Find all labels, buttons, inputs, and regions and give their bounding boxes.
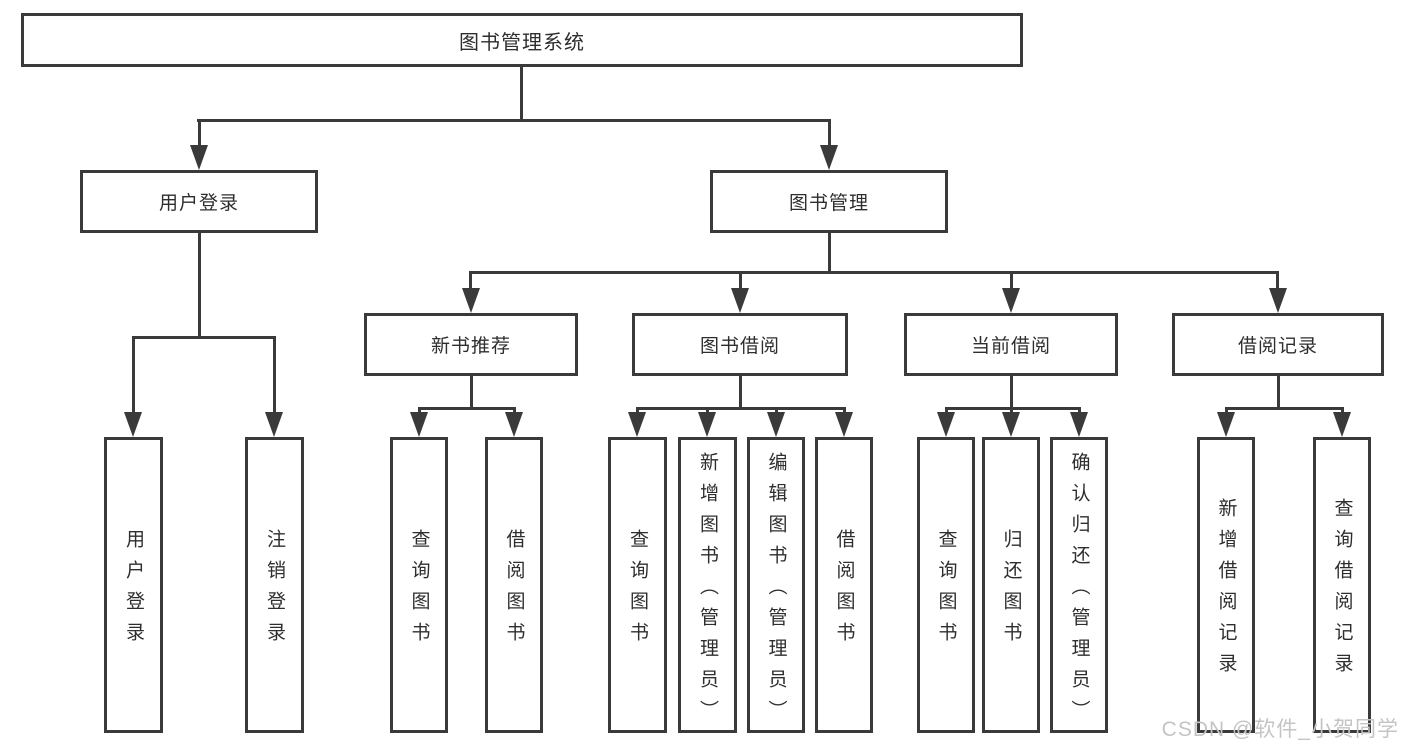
leaf-label: 编辑图书（管理员） [765, 451, 787, 731]
leaf-borrow-books-1: 借阅图书 [485, 437, 543, 733]
arrow-down-icon [1070, 412, 1088, 437]
leaf-query-books-3: 查询图书 [917, 437, 975, 733]
csdn-watermark: CSDN @软件_小贺同学 [1161, 718, 1399, 741]
leaf-add-borrow-record: 新增借阅记录 [1197, 437, 1255, 733]
node-current-borrowing: 当前借阅 [904, 313, 1118, 376]
leaf-label: 查询图书 [627, 529, 648, 653]
connector-drop-borrow-records [1276, 271, 1279, 293]
leaf-add-books-admin: 新增图书（管理员） [678, 437, 737, 733]
leaf-return-books: 归还图书 [982, 437, 1040, 733]
node-user-login: 用户登录 [80, 170, 318, 233]
arrow-down-icon [1269, 288, 1287, 313]
connector-drop-leaf [273, 336, 276, 418]
leaf-logout: 注销登录 [245, 437, 304, 733]
leaf-label: 借阅图书 [503, 529, 525, 653]
node-new-book-recommend: 新书推荐 [364, 313, 578, 376]
node-current-borrowing-label: 当前借阅 [970, 336, 1051, 357]
leaf-label: 查询借阅记录 [1331, 498, 1353, 684]
leaf-label: 注销登录 [264, 529, 285, 653]
node-book-management: 图书管理 [710, 170, 948, 233]
node-root: 图书管理系统 [21, 13, 1023, 67]
arrow-down-icon [698, 412, 716, 437]
arrow-down-icon [190, 145, 208, 170]
connector-borrow-records-branch [1225, 407, 1344, 410]
node-borrowing-records: 借阅记录 [1172, 313, 1384, 376]
arrow-down-icon [410, 412, 428, 437]
leaf-label: 新增借阅记录 [1215, 498, 1237, 684]
arrow-down-icon [731, 288, 749, 313]
connector-user-login-stem [198, 233, 201, 337]
arrow-down-icon [505, 412, 523, 437]
arrow-down-icon [1333, 412, 1351, 437]
node-book-borrowing-label: 图书借阅 [699, 336, 780, 357]
arrow-down-icon [1002, 412, 1020, 437]
leaf-confirm-return-admin: 确认归还（管理员） [1050, 437, 1108, 733]
connector-book-borrow-stem [739, 376, 742, 409]
leaf-label: 借阅图书 [833, 529, 855, 653]
arrow-down-icon [820, 145, 838, 170]
node-book-borrowing: 图书借阅 [632, 313, 848, 376]
leaf-query-books-2: 查询图书 [608, 437, 667, 733]
connector-user-login-branch [132, 336, 276, 339]
node-user-login-label: 用户登录 [158, 193, 239, 214]
connector-borrow-records-stem [1277, 376, 1280, 409]
arrow-down-icon [265, 412, 283, 437]
connector-book-borrow-branch [636, 407, 846, 410]
arrow-down-icon [628, 412, 646, 437]
node-root-label: 图书管理系统 [459, 31, 585, 54]
connector-drop-current-borrow [1010, 271, 1013, 293]
connector-level3-branch [469, 271, 1279, 274]
arrow-down-icon [767, 412, 785, 437]
leaf-label: 用户登录 [123, 529, 144, 653]
arrow-down-icon [462, 288, 480, 313]
node-new-book-recommend-label: 新书推荐 [430, 336, 511, 357]
leaf-edit-books-admin: 编辑图书（管理员） [747, 437, 805, 733]
leaf-query-borrow-record: 查询借阅记录 [1313, 437, 1371, 733]
connector-new-book-branch [418, 407, 516, 410]
connector-root-stem [520, 67, 523, 120]
arrow-down-icon [937, 412, 955, 437]
leaf-label: 查询图书 [408, 529, 430, 653]
connector-drop-book-borrow [739, 271, 742, 293]
connector-drop-leaf [132, 336, 135, 418]
connector-current-borrow-stem [1010, 376, 1013, 409]
leaf-label: 归还图书 [1000, 529, 1022, 653]
node-book-management-label: 图书管理 [788, 193, 869, 214]
leaf-query-books-1: 查询图书 [390, 437, 448, 733]
leaf-label: 新增图书（管理员） [697, 451, 718, 731]
leaf-user-login: 用户登录 [104, 437, 163, 733]
leaf-borrow-books-2: 借阅图书 [815, 437, 873, 733]
connector-book-management-stem [828, 233, 831, 273]
node-borrowing-records-label: 借阅记录 [1237, 336, 1318, 357]
arrow-down-icon [1002, 288, 1020, 313]
leaf-label: 查询图书 [935, 529, 957, 653]
arrow-down-icon [835, 412, 853, 437]
leaf-label: 确认归还（管理员） [1068, 451, 1090, 731]
connector-current-borrow-branch [945, 407, 1081, 410]
connector-level2-branch [197, 119, 831, 122]
arrow-down-icon [124, 412, 142, 437]
connector-drop-new-book [469, 271, 472, 293]
connector-drop-user-login [198, 119, 201, 151]
connector-new-book-stem [470, 376, 473, 409]
arrow-down-icon [1217, 412, 1235, 437]
connector-drop-book-management [828, 119, 831, 151]
